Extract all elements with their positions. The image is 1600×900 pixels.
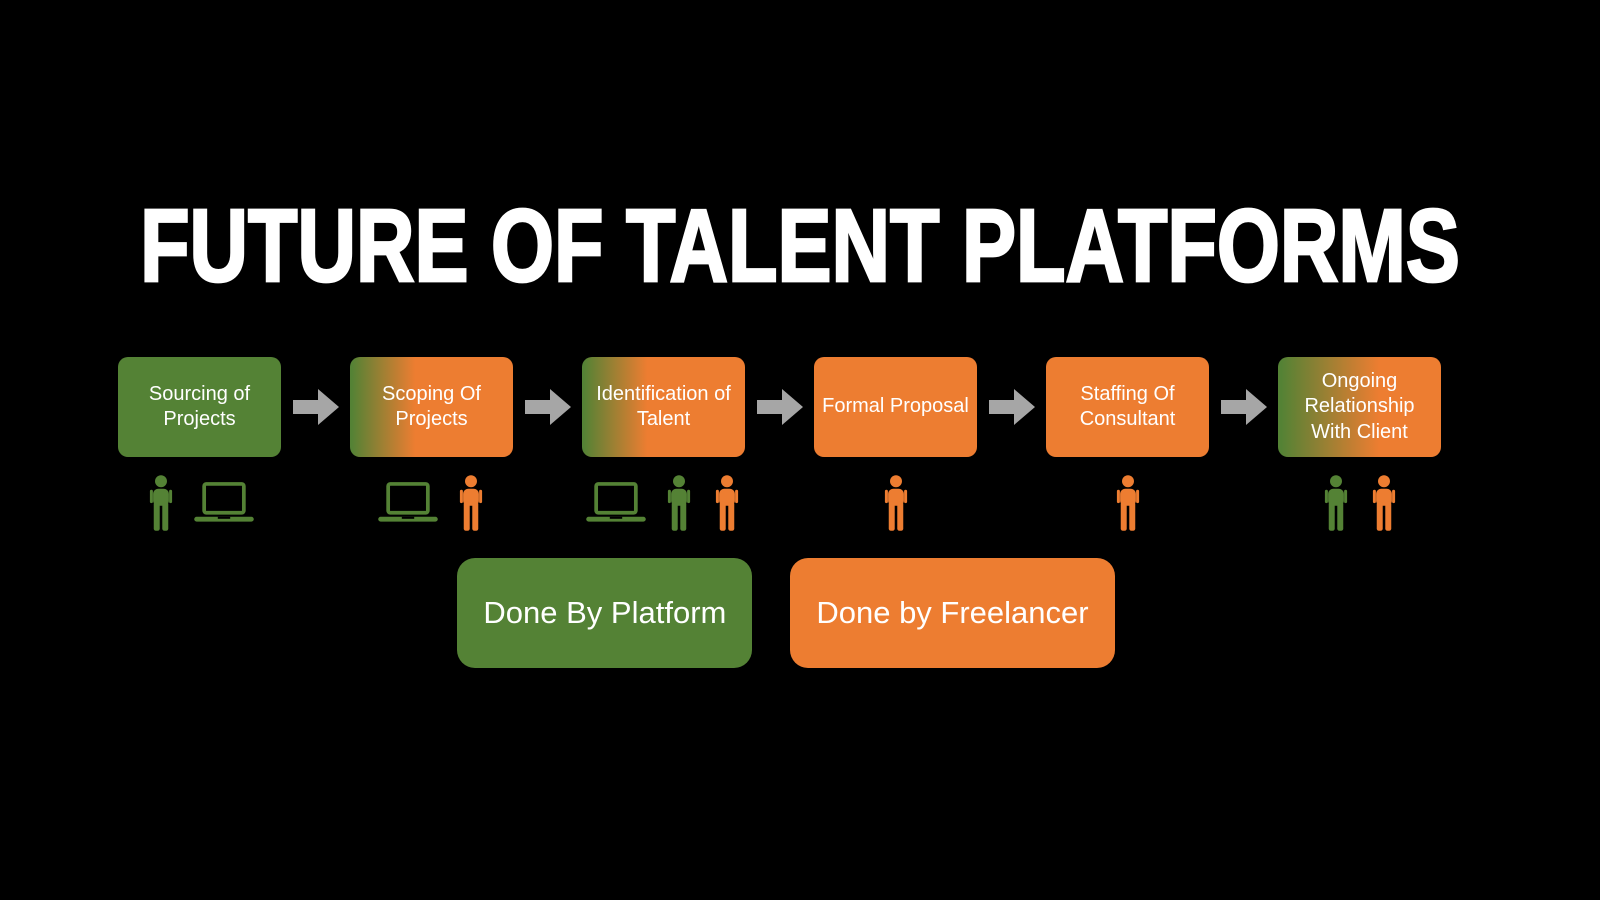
step-icons-identification bbox=[585, 473, 743, 533]
legend-done-by-platform: Done By Platform bbox=[457, 558, 753, 668]
right-arrow-icon bbox=[293, 387, 339, 427]
flow-arrow bbox=[1209, 357, 1278, 427]
flow-step-identification: Identification of Talent bbox=[582, 357, 745, 533]
right-arrow-icon bbox=[525, 387, 571, 427]
step-label: Identification of Talent bbox=[596, 382, 731, 430]
person-icon bbox=[880, 475, 912, 531]
right-arrow-icon bbox=[1221, 387, 1267, 427]
process-flow: Sourcing of Projects Scoping Of Projects bbox=[118, 357, 1441, 533]
step-box-sourcing: Sourcing of Projects bbox=[118, 357, 281, 457]
step-icons-proposal bbox=[880, 473, 912, 533]
step-box-identification: Identification of Talent bbox=[582, 357, 745, 457]
laptop-icon bbox=[585, 482, 647, 524]
flow-step-proposal: Formal Proposal bbox=[814, 357, 977, 533]
person-icon bbox=[145, 475, 177, 531]
step-icons-relationship bbox=[1320, 473, 1400, 533]
flow-arrow bbox=[745, 357, 814, 427]
step-label: Ongoing Relationship With Client bbox=[1304, 369, 1415, 443]
step-label: Scoping Of Projects bbox=[382, 382, 481, 430]
step-icons-staffing bbox=[1112, 473, 1144, 533]
person-icon bbox=[663, 475, 695, 531]
step-box-relationship: Ongoing Relationship With Client bbox=[1278, 357, 1441, 457]
person-icon bbox=[1320, 475, 1352, 531]
right-arrow-icon bbox=[757, 387, 803, 427]
flow-step-scoping: Scoping Of Projects bbox=[350, 357, 513, 533]
step-label: Staffing Of Consultant bbox=[1079, 382, 1176, 430]
legend-label: Done by Freelancer bbox=[816, 595, 1089, 631]
flow-step-sourcing: Sourcing of Projects bbox=[118, 357, 281, 533]
legend-done-by-freelancer: Done by Freelancer bbox=[790, 558, 1115, 668]
laptop-icon bbox=[193, 482, 255, 524]
step-icons-scoping bbox=[377, 473, 487, 533]
flow-arrow bbox=[977, 357, 1046, 427]
right-arrow-icon bbox=[989, 387, 1035, 427]
step-label: Sourcing of Projects bbox=[148, 382, 251, 430]
flow-step-relationship: Ongoing Relationship With Client bbox=[1278, 357, 1441, 533]
flow-step-staffing: Staffing Of Consultant bbox=[1046, 357, 1209, 533]
step-icons-sourcing bbox=[145, 473, 255, 533]
slide-title: FUTURE OF TALENT PLATFORMS bbox=[139, 188, 1461, 305]
legend-label: Done By Platform bbox=[483, 595, 727, 631]
legend: Done By Platform Done by Freelancer bbox=[0, 558, 1586, 668]
person-icon bbox=[711, 475, 743, 531]
laptop-icon bbox=[377, 482, 439, 524]
person-icon bbox=[455, 475, 487, 531]
step-label: Formal Proposal bbox=[822, 395, 969, 418]
person-icon bbox=[1112, 475, 1144, 531]
person-icon bbox=[1368, 475, 1400, 531]
flow-arrow bbox=[513, 357, 582, 427]
step-box-proposal: Formal Proposal bbox=[814, 357, 977, 457]
step-box-scoping: Scoping Of Projects bbox=[350, 357, 513, 457]
flow-arrow bbox=[281, 357, 350, 427]
step-box-staffing: Staffing Of Consultant bbox=[1046, 357, 1209, 457]
